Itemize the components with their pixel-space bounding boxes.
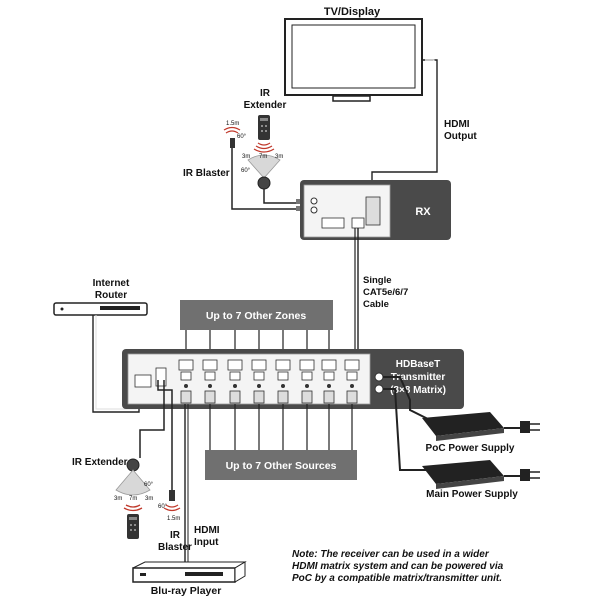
ir-extender-bottom-label: IR Extender [72,457,128,468]
hdmi-input-label-1: HDMI [194,525,220,536]
bottom-blaster-angle: 60° [158,504,168,510]
ir-extender-cable [263,189,305,204]
ir-extender-bottom-cable [139,380,165,458]
ir-blaster-bottom-waves-icon [163,504,181,512]
hdbaset-label-3: (8×8 Matrix) [390,385,446,396]
ir-blaster-bottom-cable [157,380,173,490]
port-column [344,359,360,404]
top-ext-mid: 7m [259,154,267,160]
poc-power-label: PoC Power Supply [426,443,515,454]
bluray-player-icon [132,561,247,583]
ir-blaster-bottom-label-1: IR [170,530,181,541]
ir-extender-cone-icon [247,154,281,179]
port-column [178,359,194,404]
poc-power-cable [383,376,431,421]
port-column [251,359,267,404]
hdmi-output-label-1: HDMI [444,119,470,130]
ir-blaster-cable [231,148,305,210]
port-column [299,359,315,404]
port-column [202,359,218,404]
bluray-label: Blu-ray Player [151,585,222,597]
ir-extender-bottom-icon [126,458,140,472]
port-columns [178,359,360,404]
port-column [321,359,337,404]
poc-power-supply-icon [422,412,540,441]
internet-router-label-2: Router [95,290,127,301]
remote-control-bottom-icon [127,514,139,539]
port-column [227,359,243,404]
single-cable-label-1: Single [363,275,392,286]
ir-blaster-top-waves-icon [223,126,241,134]
ir-blaster-bottom-icon [169,490,175,501]
note-line-2: HDMI matrix system and can be powered vi… [292,561,504,572]
note-line-1: Note: The receiver can be used in a wide… [292,549,490,560]
single-cable-label-2: CAT5e/6/7 [363,287,408,298]
ir-blaster-top-label: IR Blaster [183,168,230,179]
top-ext-right: 3m [275,154,283,160]
tv-display-icon [284,18,423,102]
hdbaset-label-2: Transmitter [391,372,446,383]
tv-display-label: TV/Display [324,6,381,18]
internet-router-label-1: Internet [93,278,130,289]
other-zones-label: Up to 7 Other Zones [206,310,307,322]
hdmi-input-label-2: Input [194,537,219,548]
bottom-ext-left: 3m [114,496,122,502]
other-zones-box [180,300,333,330]
ir-extender-top-label-2: Extender [244,100,287,111]
bottom-ext-right: 3m [145,496,153,502]
main-power-label: Main Power Supply [426,489,518,500]
top-ext-left: 3m [242,154,250,160]
top-ext-angle: 60° [241,168,251,174]
ir-extender-top-label-1: IR [260,88,271,99]
ir-signal-waves-bottom-icon [123,504,143,512]
ir-blaster-top-icon [230,138,235,148]
hdmi-output-label-2: Output [444,131,477,142]
top-blaster-angle: 60° [237,134,247,140]
bottom-blaster-range: 1.5m [167,516,180,522]
main-power-cable [383,388,430,471]
bottom-ext-angle: 60° [144,482,154,488]
remote-control-icon [258,115,270,140]
other-sources-label: Up to 7 Other Sources [226,460,337,472]
source-cables [209,404,353,450]
top-blaster-range: 1.5m [226,121,239,127]
internet-router-icon [53,302,148,316]
main-power-supply-icon [422,460,540,489]
note-line-3: PoC by a compatible matrix/transmitter u… [292,573,502,584]
bottom-ext-mid: 7m [129,496,137,502]
ir-extender-bottom-cone-icon [115,469,151,496]
ir-blaster-bottom-label-2: Blaster [158,542,192,553]
single-cable-label-3: Cable [363,299,389,310]
ir-extender-top-icon [257,176,271,190]
hdbaset-label-1: HDBaseT [396,359,440,370]
rx-unit [300,180,451,240]
rx-label: RX [415,206,431,218]
other-sources-box [205,450,357,480]
port-column [275,359,291,404]
ir-signal-waves-icon [253,142,275,153]
